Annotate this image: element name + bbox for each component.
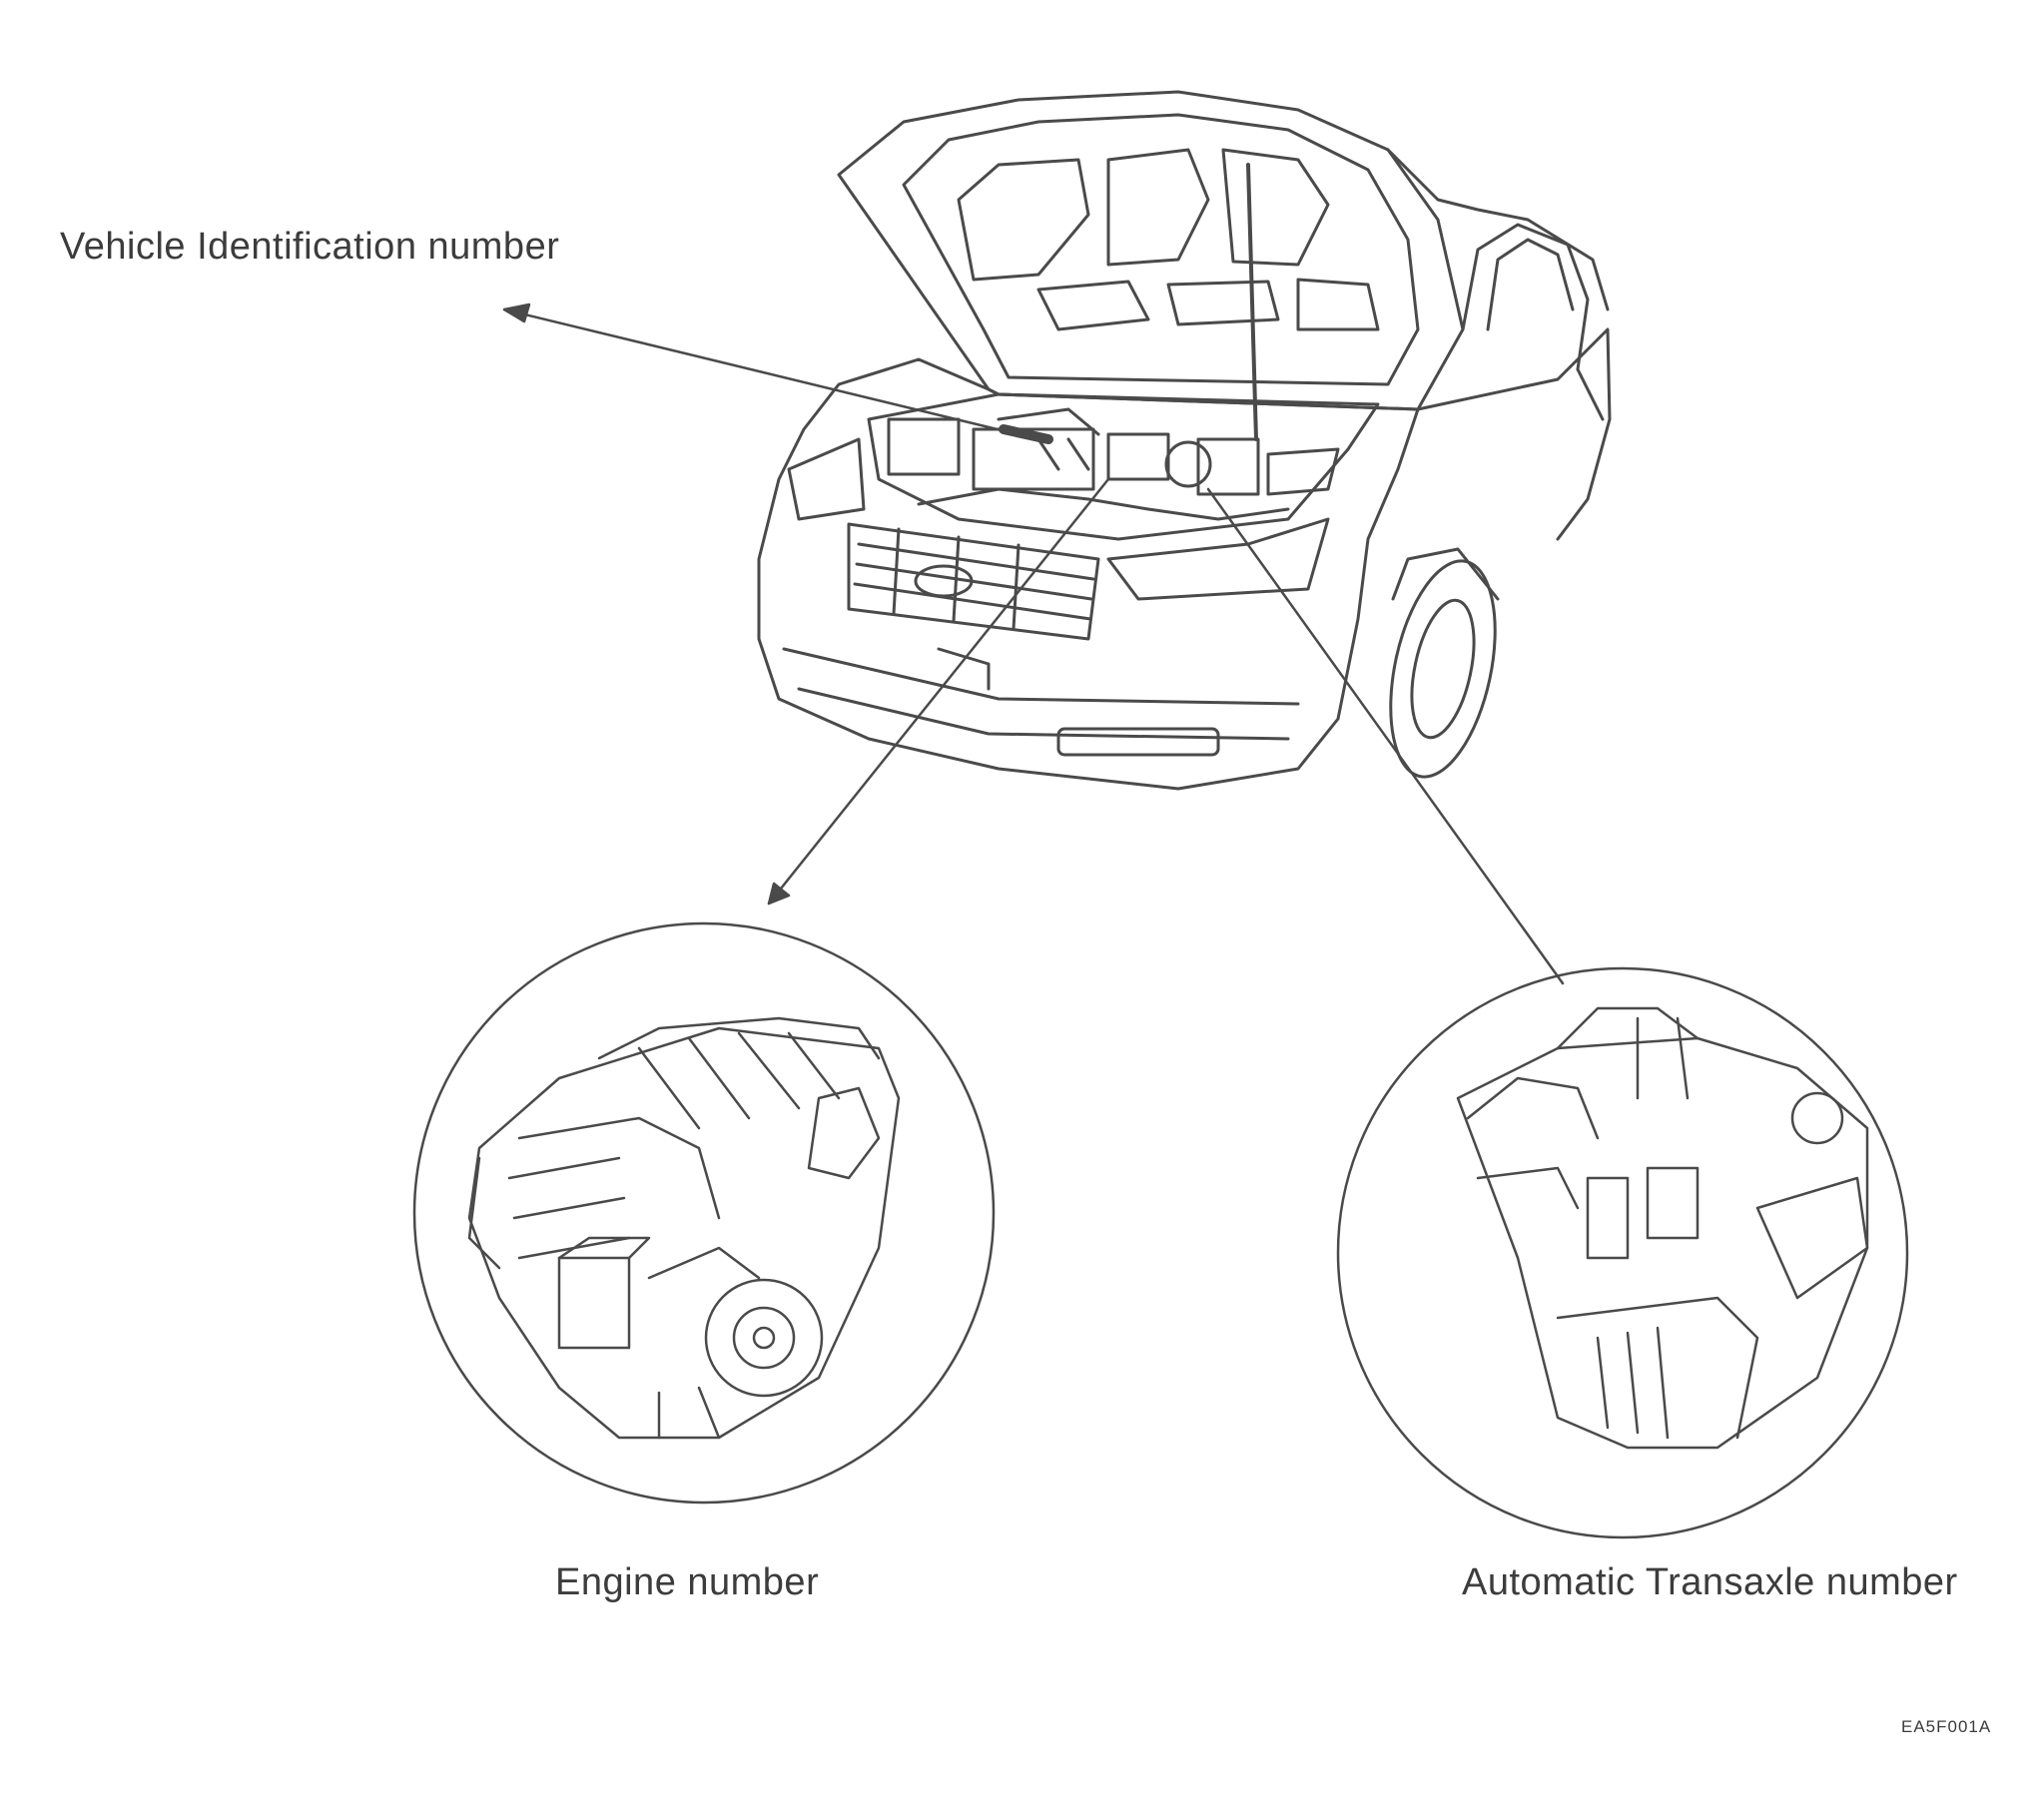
car-illustration	[757, 90, 1612, 791]
engine-number-label: Engine number	[555, 1561, 820, 1603]
vin-label: Vehicle Identification number	[60, 226, 560, 268]
transaxle-detail	[1336, 966, 1909, 1539]
transaxle-detail-circle	[1336, 966, 1909, 1539]
engine-detail	[412, 921, 996, 1505]
transaxle-illustration	[1456, 1006, 1869, 1450]
vin-arrowhead	[502, 303, 531, 323]
leader-lines	[502, 303, 1565, 985]
engine-leader-line	[767, 477, 1110, 906]
transaxle-number-label: Automatic Transaxle number	[1462, 1561, 1958, 1603]
engine-arrowhead	[767, 882, 791, 906]
figure-code: EA5F001A	[1901, 1717, 1992, 1736]
vin-leader-line	[502, 307, 1040, 441]
engine-illustration	[467, 1016, 901, 1440]
engine-detail-circle	[412, 921, 996, 1505]
transaxle-leader-line	[1206, 487, 1565, 985]
